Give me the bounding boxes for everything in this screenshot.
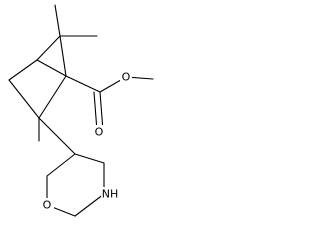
bond-morph-right-lower: [74, 193, 105, 217]
methyl-ester-group: [65, 75, 154, 132]
bond-cb-left: [8, 79, 40, 119]
atom-label-ring-o: O: [42, 198, 54, 212]
atom-label-ring-nh: NH: [101, 187, 119, 201]
bond-morph-left-upper: [46, 153, 76, 177]
bond-methyl-up: [54, 4, 61, 37]
morpholine-nh-label: NH: [102, 188, 119, 201]
cyclopropane-ring: [36, 35, 67, 77]
atom-label-carbonyl-o: O: [93, 125, 105, 139]
cyclobutane-ring: [8, 59, 67, 119]
bond-morph-top: [74, 153, 105, 164]
bond-cp-top-left: [36, 35, 61, 61]
bond-cb-bottom: [38, 75, 67, 119]
bond-to-morpholine: [38, 117, 76, 155]
carbonyl-oxygen-label: O: [95, 126, 104, 139]
bond-cp-bridge: [36, 59, 67, 77]
bond-cb-left-top: [8, 59, 38, 81]
atom-label-ester-o: O: [120, 70, 132, 84]
chemical-structure-diagram: O O O NH: [8, 4, 154, 217]
bond-cp-top-right: [59, 35, 67, 77]
morpholine-ring: [46, 153, 105, 217]
bond-ester-carbon: [65, 75, 101, 93]
morpholine-oxygen-label: O: [43, 199, 52, 212]
gem-dimethyl-groups: [54, 4, 98, 37]
bond-carbonyl-b: [93, 91, 98, 132]
ester-oxygen-label: O: [122, 71, 131, 84]
bond-carbonyl-a: [99, 91, 104, 132]
